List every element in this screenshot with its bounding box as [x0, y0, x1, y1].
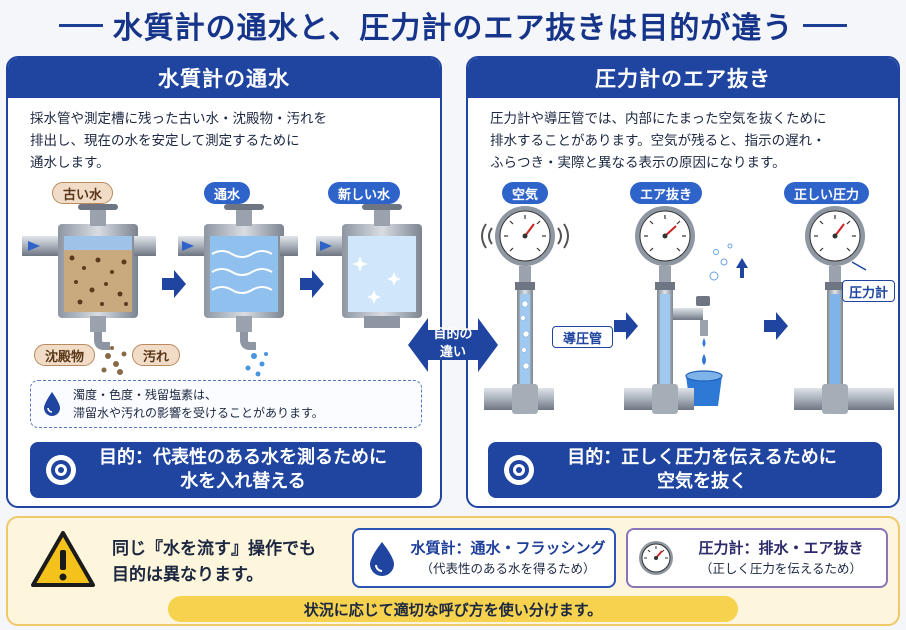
desc-line: 通水します。: [30, 155, 110, 171]
water-quality-purpose: 目的：代表性のある水を測るために 水を入れ替える: [30, 442, 422, 498]
purpose-line: 空気を抜く: [657, 471, 747, 492]
water-drop-icon: [370, 542, 394, 576]
tank-flushing: [178, 204, 298, 377]
title-line-right: [803, 23, 848, 27]
note-box: 濁度・色度・残留塩素は、 滞留水や汚れの影響を受けることがあります。: [30, 380, 422, 428]
water-quality-panel: 水質計の通水 採水管や測定槽に残った古い水・沈殿物・汚れを 排出し、現在の水を安…: [6, 56, 442, 508]
target-icon: [504, 455, 534, 485]
callout-sediment: 沈殿物: [34, 344, 96, 366]
summary-panel: 同じ『水を流す』操作でも 目的は異なります。 水質計：通水・フラッシング （代表…: [6, 516, 900, 626]
water-quality-term-sub: （代表性のある水を得るため）: [420, 561, 596, 576]
summary-message: 同じ『水を流す』操作でも 目的は異なります。: [112, 536, 316, 588]
note-line: 濁度・色度・残留塩素は、: [73, 388, 218, 402]
stage-label-correct-pressure: 正しい圧力: [784, 182, 870, 204]
page-title: 水質計の通水と、圧力計のエア抜きは目的が違う: [112, 11, 794, 46]
stage-label-air-bleed: エア抜き: [630, 182, 703, 204]
note-line: 滞留水や汚れの影響を受けることがあります。: [73, 406, 324, 420]
pressure-gauge-icon: [639, 541, 673, 575]
target-icon: [46, 455, 76, 485]
tank-old-water: [22, 204, 156, 375]
flow-arrow-2: [300, 270, 324, 298]
callout-dirt: 汚れ: [132, 344, 181, 366]
flushing-illustration: [22, 204, 422, 377]
desc-line: 圧力計や導圧管では、内部にたまった空気を抜くために: [490, 111, 827, 127]
desc-line: ふらつき・実際と異なる表示の原因になります。: [490, 155, 786, 171]
summary-banner: 状況に応じて適切な呼び方を使い分けます。: [168, 596, 738, 622]
flow-arrow-4: [764, 312, 788, 340]
desc-line: 排出し、現在の水を安定して測定するために: [30, 133, 300, 149]
title-line-left: [58, 23, 103, 27]
gauge-air-bleeding: [624, 206, 748, 414]
water-quality-term-title: 水質計：通水・フラッシング: [410, 539, 606, 557]
air-bleed-header: 圧力計のエア抜き: [468, 58, 898, 98]
purpose-line: 水を入れ替える: [180, 471, 306, 492]
desc-line: 排水することがあります。空気が残ると、指示の遅れ・: [490, 133, 826, 149]
purpose-line: 目的：代表性のある水を測るために: [99, 447, 387, 468]
air-bleed-illustration: [481, 206, 894, 414]
pressure-gauge-term-chip: 圧力計：排水・エア抜き （正しく圧力を伝えるため）: [626, 528, 888, 588]
stage-label-old-water: 古い水: [52, 182, 114, 204]
air-bleed-purpose: 目的：正しく圧力を伝えるために 空気を抜く: [488, 442, 882, 498]
warning-icon: [31, 531, 95, 587]
air-bleed-panel: 圧力計のエア抜き 圧力計や導圧管では、内部にたまった空気を抜くために 排水するこ…: [466, 56, 900, 508]
flow-arrow-3: [614, 312, 638, 340]
water-quality-header: 水質計の通水: [8, 58, 440, 98]
desc-line: 採水管や測定槽に残った古い水・沈殿物・汚れを: [30, 111, 327, 127]
water-quality-term-chip: 水質計：通水・フラッシング （代表性のある水を得るため）: [352, 528, 616, 588]
stage-label-new-water: 新しい水: [328, 182, 401, 204]
gauge-air: [481, 206, 569, 414]
difference-label-line: 目的の: [433, 327, 473, 342]
water-drop-icon: [44, 392, 60, 416]
stage-label-flushing: 通水: [204, 182, 251, 204]
difference-label-line: 違い: [439, 345, 466, 360]
tank-new-water: [316, 204, 422, 328]
pressure-gauge-term-title: 圧力計：排水・エア抜き: [698, 539, 864, 557]
gauge-correct-pressure: [794, 206, 894, 414]
flow-arrow-1: [162, 270, 186, 298]
title-bar: 水質計の通水と、圧力計のエア抜きは目的が違う: [0, 0, 906, 50]
summary-line: 同じ『水を流す』操作でも: [112, 539, 316, 559]
difference-double-arrow: [408, 318, 498, 372]
stage-label-air: 空気: [502, 182, 549, 204]
air-bleed-desc: 圧力計や導圧管では、内部にたまった空気を抜くために 排水することがあります。空気…: [468, 98, 898, 174]
purpose-line: 目的：正しく圧力を伝えるために: [567, 447, 837, 468]
water-quality-desc: 採水管や測定槽に残った古い水・沈殿物・汚れを 排出し、現在の水を安定して測定する…: [8, 98, 440, 174]
callout-impulse-pipe: 導圧管: [552, 326, 614, 348]
difference-label: 目的の 違い: [408, 326, 498, 362]
summary-line: 目的は異なります。: [112, 565, 264, 585]
callout-pressure-gauge: 圧力計: [842, 280, 896, 302]
pressure-gauge-term-sub: （正しく圧力を伝えるため）: [699, 561, 863, 576]
